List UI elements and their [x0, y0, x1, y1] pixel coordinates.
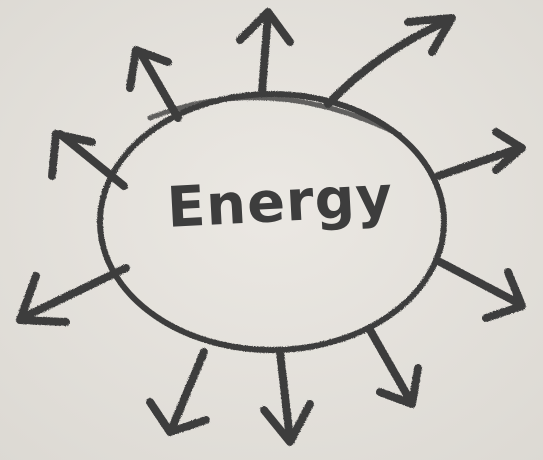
arrow-5 [434, 128, 526, 180]
arrow-6 [16, 264, 130, 326]
arrow-8 [366, 326, 422, 408]
ellipse-overstroke [147, 95, 403, 138]
central-ellipse [97, 91, 447, 353]
arrow-2 [324, 14, 456, 108]
arrow-7 [436, 258, 526, 322]
arrow-9 [260, 348, 314, 446]
arrow-10 [146, 348, 210, 436]
arrow-4 [48, 130, 128, 190]
arrow-1 [236, 8, 294, 96]
arrow-3 [126, 46, 182, 122]
center-label: Energy [165, 164, 395, 241]
